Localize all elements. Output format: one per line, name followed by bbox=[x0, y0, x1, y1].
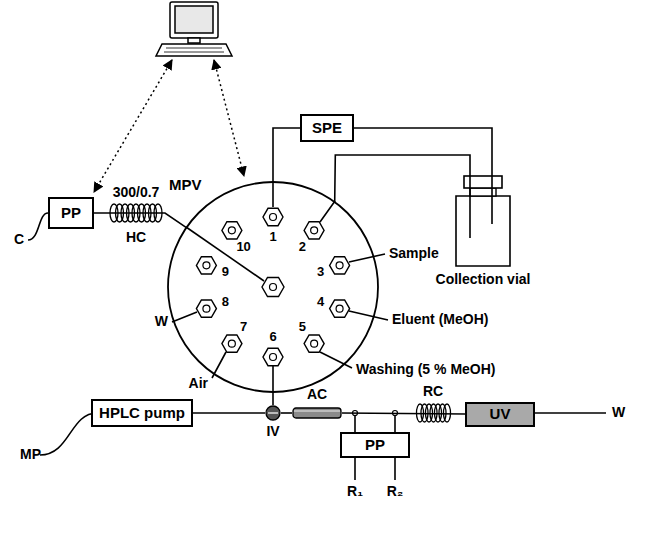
vial-shape bbox=[452, 176, 514, 268]
port-hexagon bbox=[196, 257, 216, 274]
tube-connector bbox=[335, 155, 470, 202]
multiposition-valve: MPV bbox=[167, 181, 379, 393]
computer-icon bbox=[156, 2, 232, 56]
tube-connector bbox=[193, 412, 265, 414]
part-label: R₁ bbox=[347, 484, 363, 499]
part-label: Eluent (MeOH) bbox=[392, 312, 488, 327]
column-symbol bbox=[292, 407, 342, 419]
port-hole bbox=[270, 214, 277, 221]
collection-vial: Collection vial bbox=[452, 176, 514, 268]
port-hole bbox=[336, 262, 343, 269]
control-link bbox=[214, 60, 244, 176]
tube-connector bbox=[272, 392, 274, 405]
coil-loop bbox=[444, 404, 451, 422]
port-hole bbox=[228, 340, 235, 347]
port-number: 6 bbox=[269, 330, 276, 344]
tube-connector bbox=[94, 213, 186, 228]
node-label: MPV bbox=[169, 177, 202, 194]
part-label: W bbox=[155, 314, 168, 329]
port-hexagon bbox=[330, 257, 350, 274]
waste-line bbox=[535, 412, 606, 414]
part-label: 300/0.7 bbox=[113, 185, 160, 200]
port-number: 2 bbox=[299, 239, 306, 253]
valve-outline bbox=[167, 181, 379, 393]
carrier-line bbox=[28, 213, 48, 240]
part-label: R₂ bbox=[387, 484, 403, 499]
node-label: SPE bbox=[312, 120, 342, 137]
part-label: Washing (5 % MeOH) bbox=[356, 362, 496, 377]
port-hole bbox=[203, 262, 210, 269]
port-hexagon bbox=[222, 335, 242, 352]
part-label: Air bbox=[189, 376, 208, 391]
hplc-pump: HPLC pump bbox=[91, 399, 193, 427]
tube-connector bbox=[354, 128, 492, 176]
port-number: 4 bbox=[317, 295, 324, 309]
tube-connector bbox=[342, 413, 465, 414]
uv-detector: UV bbox=[465, 402, 535, 427]
port-number: 8 bbox=[222, 295, 229, 309]
port-hexagon bbox=[330, 300, 350, 317]
node-label: PP bbox=[61, 205, 81, 222]
node-label: Collection vial bbox=[436, 272, 531, 287]
port-hexagon bbox=[263, 348, 283, 365]
node-label: PP bbox=[365, 437, 385, 454]
analytical-column: AC bbox=[292, 407, 342, 419]
tube-connector bbox=[281, 412, 292, 414]
node-label: IV bbox=[266, 424, 279, 439]
pump-box: PP bbox=[48, 197, 94, 229]
node-label: HPLC pump bbox=[99, 405, 185, 422]
port-hole bbox=[228, 227, 235, 234]
port-hexagon bbox=[222, 222, 242, 239]
port-hole bbox=[311, 227, 318, 234]
port-hole bbox=[270, 354, 277, 361]
valve-symbol bbox=[265, 405, 281, 421]
port-hexagon bbox=[262, 278, 284, 297]
part-label: Sample bbox=[389, 246, 439, 261]
valve-ports bbox=[196, 208, 349, 365]
tube bbox=[172, 254, 388, 378]
port-hole bbox=[270, 284, 277, 291]
port-number: 3 bbox=[317, 264, 324, 278]
port-hole bbox=[203, 305, 210, 312]
part-label: C bbox=[14, 232, 24, 247]
tube-connector bbox=[273, 128, 300, 182]
port-number: 9 bbox=[222, 264, 229, 278]
port-number: 10 bbox=[236, 239, 250, 253]
part-label: HC bbox=[126, 230, 146, 245]
part-label: W bbox=[612, 405, 625, 420]
port-hexagon bbox=[304, 222, 324, 239]
port-number: 7 bbox=[240, 320, 247, 334]
part-label: RC bbox=[423, 384, 443, 399]
port-hexagon bbox=[196, 300, 216, 317]
injection-valve: IV bbox=[265, 405, 281, 421]
part-label: MP bbox=[20, 447, 41, 462]
port-number: 5 bbox=[299, 320, 306, 334]
port-hexagon bbox=[263, 208, 283, 225]
port-hole bbox=[336, 305, 343, 312]
node-label: AC bbox=[307, 387, 327, 402]
spe-cartridge: SPE bbox=[300, 114, 354, 142]
node-label: UV bbox=[490, 406, 511, 423]
mobile-phase-line bbox=[40, 413, 97, 455]
pump-box: PP bbox=[340, 432, 410, 458]
port-number: 1 bbox=[269, 230, 276, 244]
control-link bbox=[94, 60, 172, 192]
port-hole bbox=[311, 340, 318, 347]
port-hexagon bbox=[304, 335, 324, 352]
